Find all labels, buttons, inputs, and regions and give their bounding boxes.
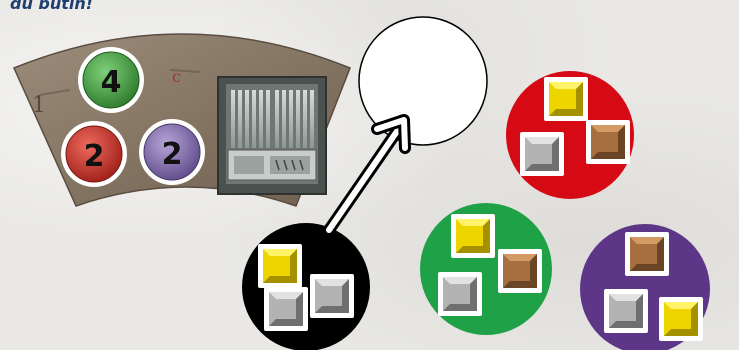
board-decor-glyph: c [172,67,181,86]
grey-cube [266,289,306,329]
disc-red [506,71,634,199]
yellow-cube [453,216,493,256]
grey-cube [312,276,352,316]
disc-green [420,203,552,335]
brown-cube [627,234,667,274]
yellow-cube [546,79,586,119]
yellow-cube [661,299,701,339]
board-decor-glyph: 1 [32,93,46,118]
yellow-cube [260,246,300,286]
board-tile: 1 c 2 4 [14,34,350,206]
brown-cube [588,122,628,162]
organ-pipes-icon [218,77,326,194]
coin-red: 2 [61,121,127,187]
coin-purple: 2 [139,119,205,185]
coin-label: 4 [101,65,122,100]
coin-label: 2 [162,137,183,172]
disc-purple [580,224,710,350]
arrow-icon [329,120,405,230]
grey-cube [440,274,480,314]
grey-cube [606,291,646,331]
brown-cube [500,251,540,291]
coin-label: 2 [84,139,105,174]
coin-green: 4 [78,47,144,113]
grey-cube [522,134,562,174]
disc-black [242,223,370,350]
